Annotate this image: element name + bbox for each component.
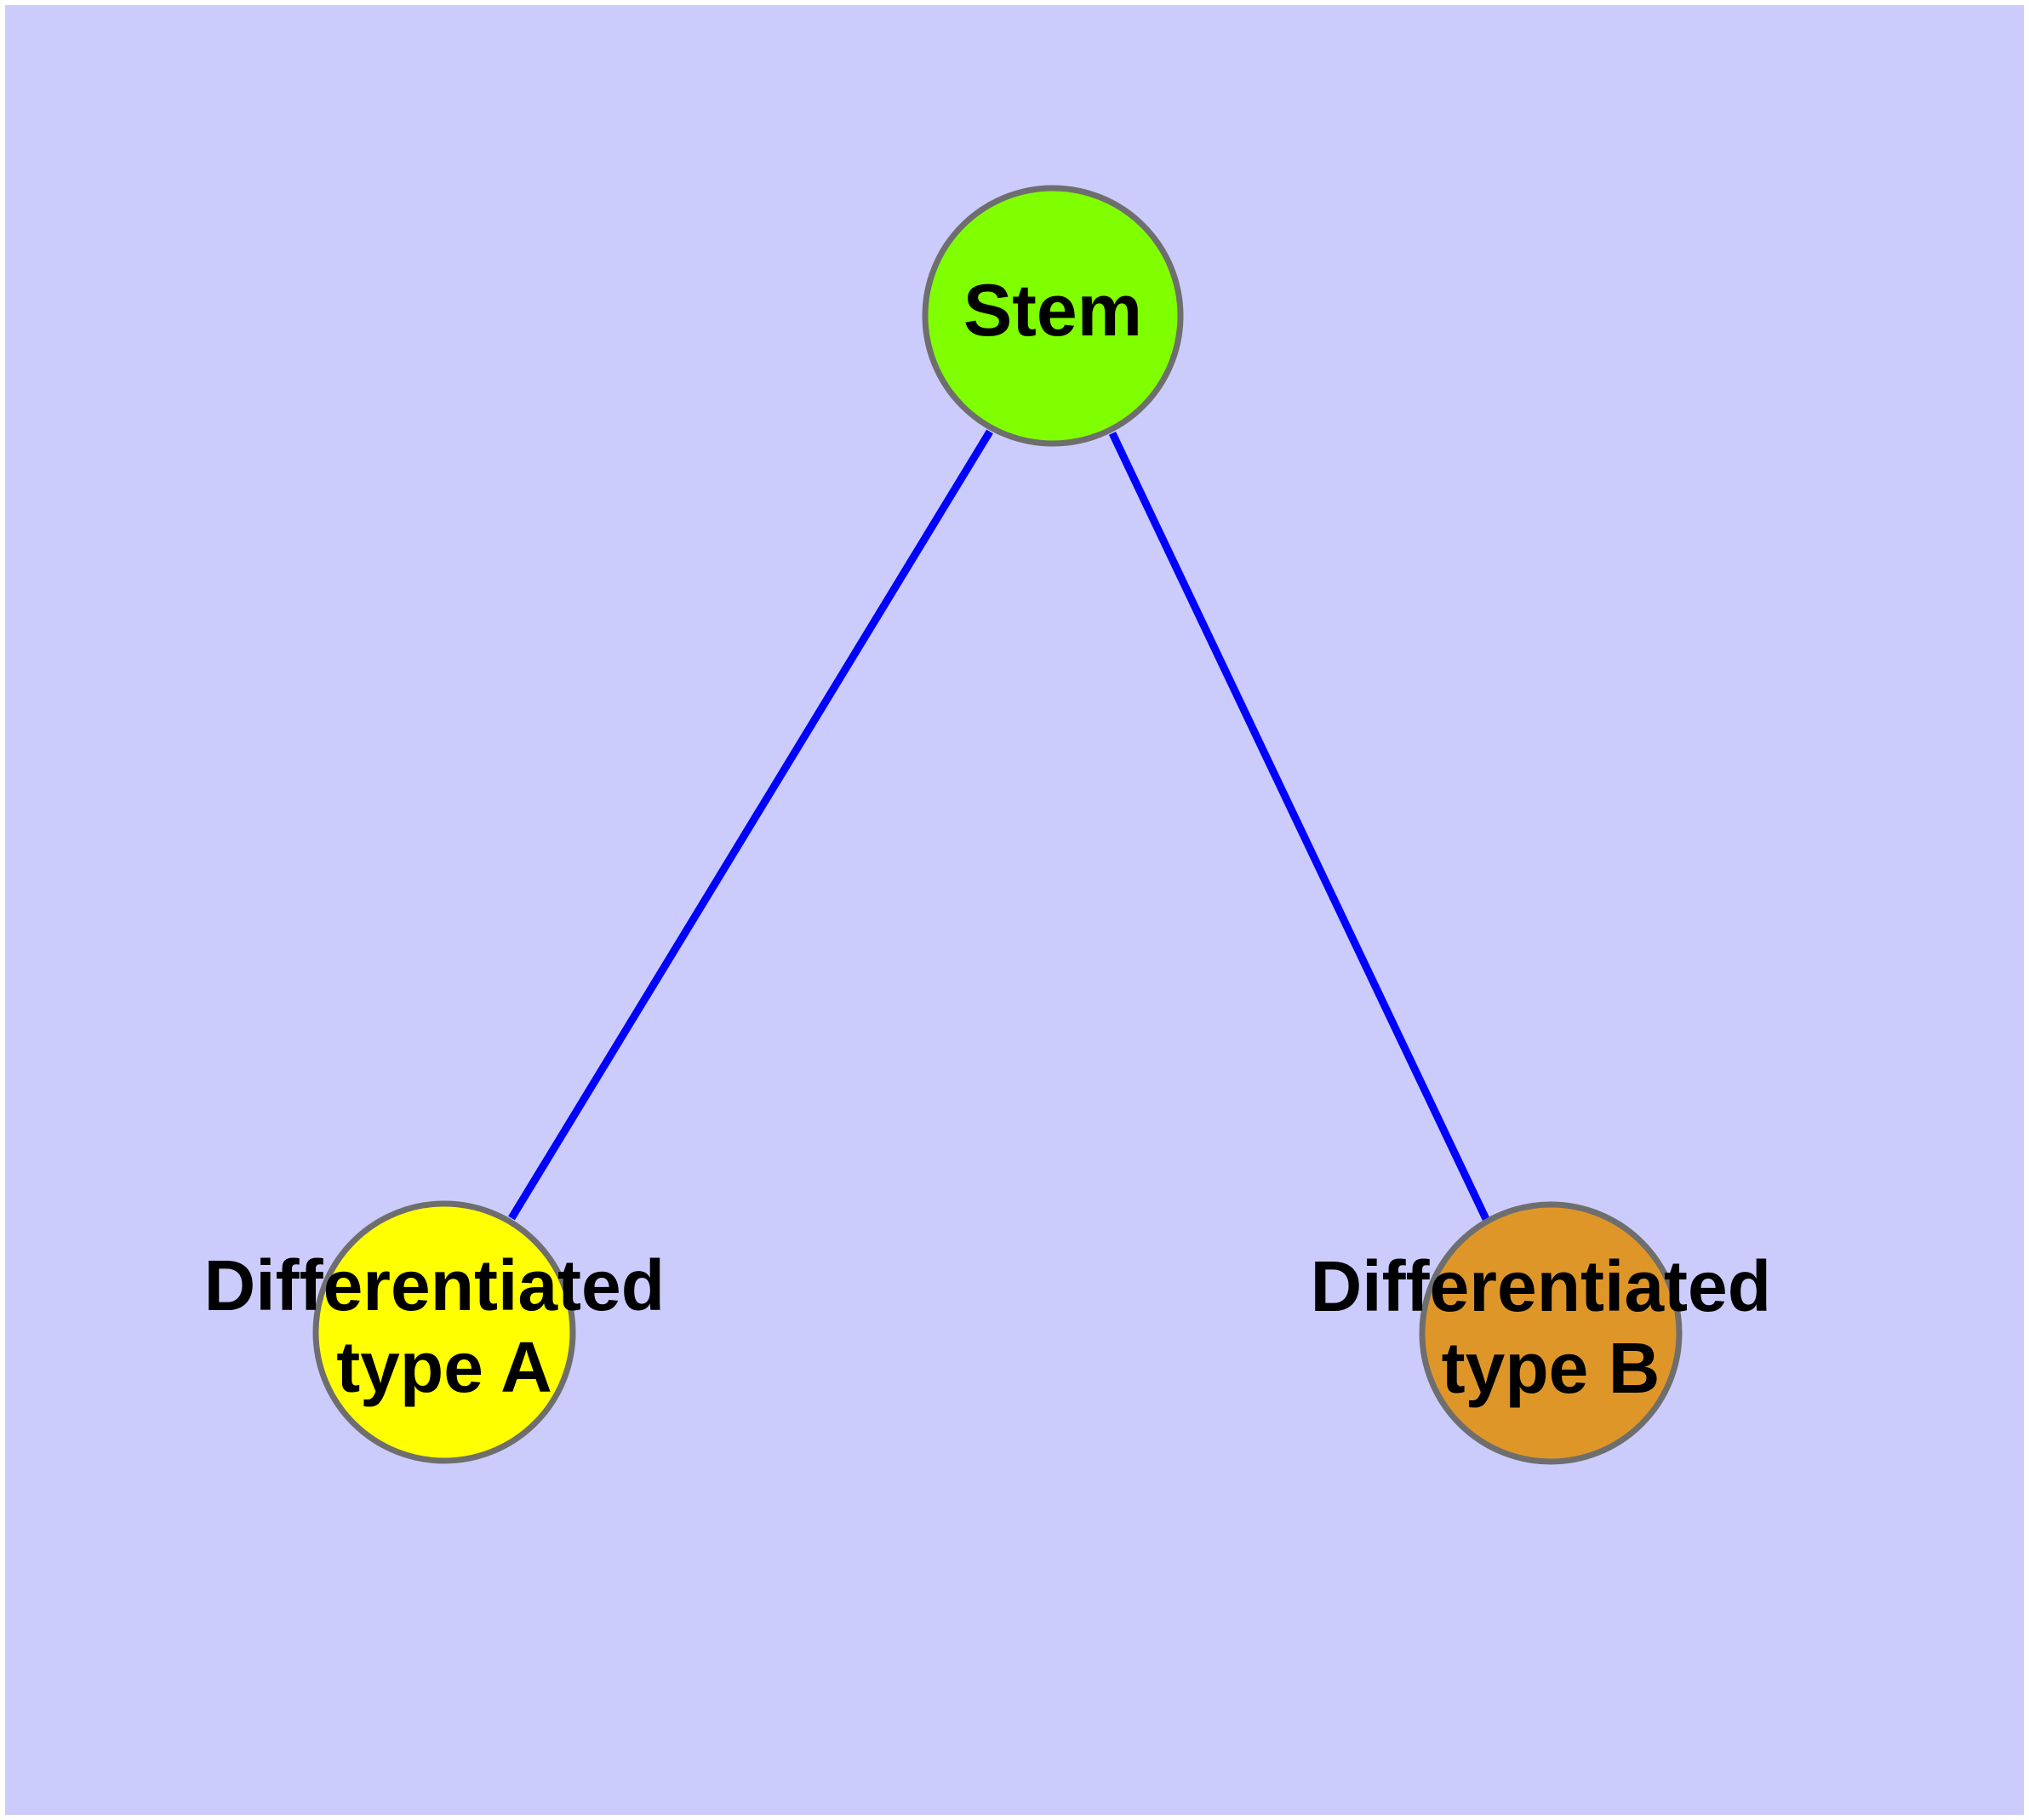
node-diff-b-label-line-1: Differentiated [1311,1246,1771,1326]
node-diff-b-label-line-2: type B [1442,1328,1660,1408]
node-diff-a-label-line-1: Differentiated [204,1245,665,1325]
node-stem-label-line-1: Stem [963,270,1142,352]
node-diff-a-label-line-2: type A [336,1327,552,1407]
node-diff-b[interactable]: Differentiated type B [1311,1201,1792,1465]
node-diff-a-label: Differentiated type A [204,1245,685,1407]
node-diff-a[interactable]: Differentiated type A [204,1200,685,1464]
edge-group [508,429,1490,1221]
edge-stem-to-diff-a[interactable] [508,429,993,1221]
node-diff-b-label: Differentiated type B [1311,1246,1792,1408]
node-stem-label: Stem [963,270,1142,352]
node-diff-a-circle[interactable] [312,1200,576,1464]
edge-stem-to-diff-b[interactable] [1108,432,1490,1221]
node-stem[interactable]: Stem [922,185,1184,447]
node-stem-circle[interactable] [922,185,1184,447]
node-diff-b-circle[interactable] [1419,1201,1683,1465]
